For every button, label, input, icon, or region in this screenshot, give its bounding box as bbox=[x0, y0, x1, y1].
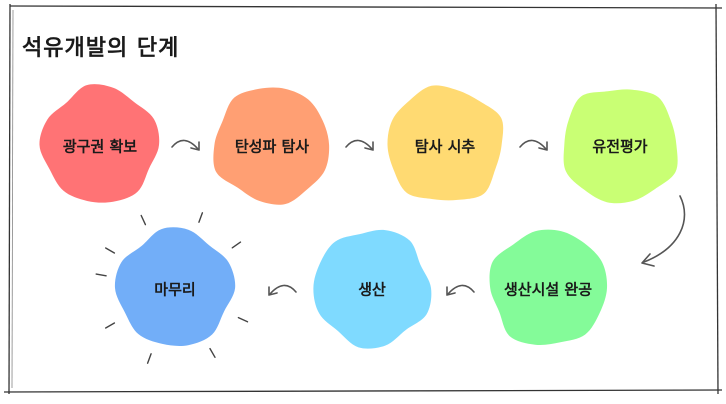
sun-ray bbox=[198, 212, 204, 223]
sun-ray bbox=[209, 347, 216, 358]
step-arrows bbox=[171, 139, 686, 296]
sun-ray bbox=[104, 247, 116, 254]
curved-arrow-icon bbox=[446, 284, 475, 296]
step-circle bbox=[489, 229, 608, 345]
step-node: 생산시설 완공 bbox=[489, 229, 608, 345]
step-circle bbox=[213, 87, 330, 205]
curved-arrow-icon bbox=[641, 195, 686, 267]
step-circle bbox=[387, 85, 504, 201]
curved-arrow-icon bbox=[345, 139, 374, 151]
step-node: 광구권 확보 bbox=[39, 84, 160, 203]
diagram-title: 석유개발의 단계 bbox=[22, 36, 180, 61]
step-circle bbox=[114, 227, 236, 346]
sun-ray bbox=[104, 322, 116, 329]
sun-ray bbox=[146, 353, 152, 364]
sun-ray bbox=[231, 241, 242, 249]
step-label: 유전평가 bbox=[592, 138, 647, 156]
step-label: 탐사 시추 bbox=[415, 138, 476, 156]
step-label: 마무리 bbox=[154, 281, 195, 299]
curved-arrow-icon bbox=[268, 284, 297, 296]
step-node: 유전평가 bbox=[563, 89, 678, 204]
step-node: 탄성파 탐사 bbox=[213, 87, 330, 205]
step-node: 생산 bbox=[313, 229, 432, 349]
step-label: 탄성파 탐사 bbox=[235, 138, 309, 156]
sun-rays-icon bbox=[95, 212, 249, 364]
sun-ray bbox=[140, 214, 147, 226]
curved-arrow-icon bbox=[519, 139, 548, 151]
step-label: 생산시설 완공 bbox=[504, 281, 592, 299]
curved-arrow-icon bbox=[171, 139, 200, 151]
frame-border bbox=[3, 3, 723, 395]
sun-ray bbox=[237, 316, 249, 323]
step-node: 마무리 bbox=[114, 227, 236, 346]
step-circle bbox=[563, 89, 678, 204]
sun-ray bbox=[95, 273, 107, 277]
step-node: 탐사 시추 bbox=[387, 85, 504, 201]
step-circle bbox=[39, 84, 160, 203]
step-label: 광구권 확보 bbox=[63, 138, 137, 156]
step-circle bbox=[313, 229, 432, 349]
step-label: 생산 bbox=[358, 281, 386, 299]
